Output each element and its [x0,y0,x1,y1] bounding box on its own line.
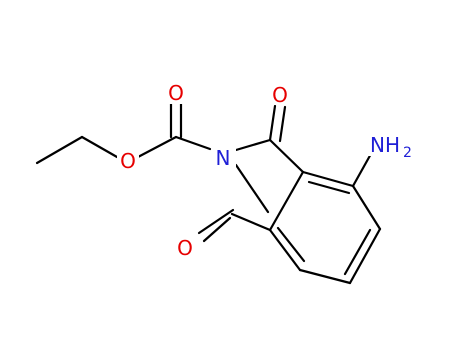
bond-ethyl-ch3-ch2 [35,135,84,165]
bond-c4-c3a-inner [276,226,306,263]
bond-c5-c4 [298,268,352,285]
bond-c1-o-a [268,104,277,142]
atom-n-imide: N [216,146,231,170]
bond-c7a-c7-inner [307,180,351,195]
atom-o-imide-top: O [272,83,288,107]
bond-c7a-c3a [268,170,305,232]
bond-c3-o-b [202,216,232,243]
bond-c3-o-a [197,208,235,235]
bond-ch2-o [80,135,119,159]
bond-c6-c5 [348,227,382,285]
atom-o-carbonyl-ester: O [168,81,184,105]
bond-c7-c6 [351,184,382,231]
atom-o-ester-bridge: O [120,149,136,173]
bond-c1-o-b [278,105,287,143]
bond-c7-nh2 [351,150,374,188]
bond-c-n [174,135,212,151]
bond-o-carbonylc [136,135,178,159]
bond-c4-c3a [268,228,302,272]
atom-o-imide-bottom: O [177,236,193,260]
bond-c7a-c7 [301,170,355,188]
bond-n-c3 [234,163,270,214]
bond-c6-c5-inner [343,228,372,276]
bond-n-c1 [234,138,272,152]
atom-amino-subscript: 2 [403,145,412,161]
atom-amino-n: NH [370,133,400,157]
bond-c1-c7a [268,138,305,174]
bond-c3-c3a [230,212,272,232]
